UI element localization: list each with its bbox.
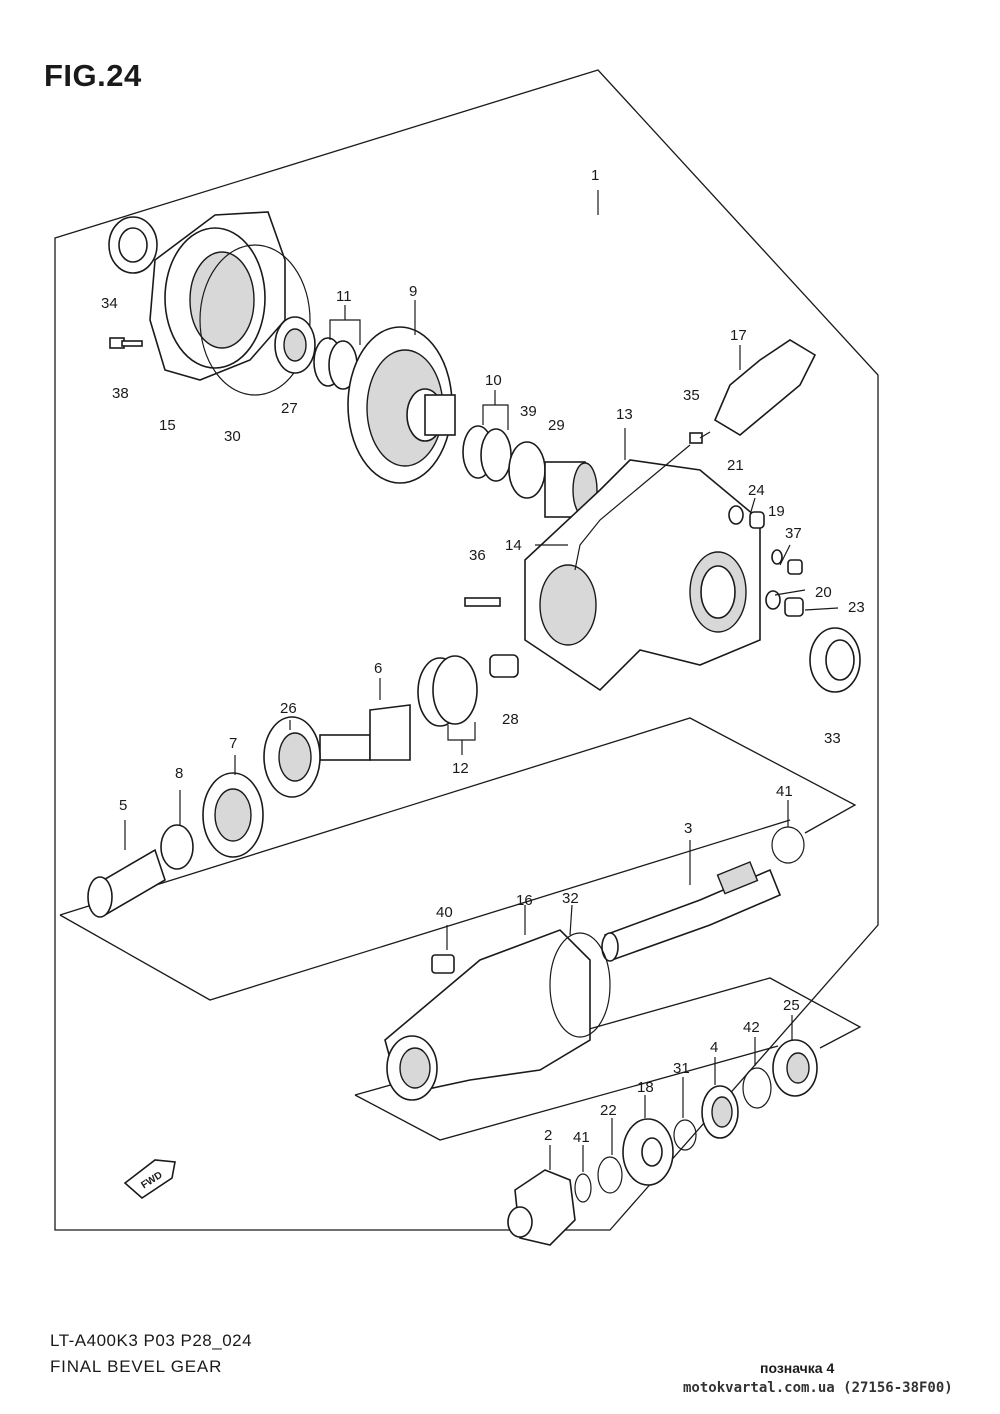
housing-13 <box>524 459 761 692</box>
circlip-42 <box>742 1067 772 1109</box>
part-number-11: 11 <box>336 288 352 305</box>
part-number-42: 42 <box>743 1019 760 1036</box>
part-number-30: 30 <box>224 428 241 445</box>
plug-23 <box>784 597 804 617</box>
part-number-1: 1 <box>591 167 599 184</box>
leaders-lower <box>549 1015 793 1172</box>
washer-21 <box>728 505 744 525</box>
watermark-note: позначка 4 <box>760 1360 835 1376</box>
part-number-27: 27 <box>281 400 298 417</box>
part-number-17: 17 <box>730 327 747 344</box>
circlip-41-upper <box>771 826 805 864</box>
shaft-3 <box>601 861 782 962</box>
part-number-9: 9 <box>409 283 417 300</box>
figure-title: FIG.24 <box>44 58 142 93</box>
part-number-18: 18 <box>637 1079 654 1096</box>
part-number-13: 13 <box>616 406 633 423</box>
part-number-14: 14 <box>505 537 522 554</box>
bearing-26 <box>263 716 321 798</box>
stud-36 <box>464 597 501 607</box>
propeller-shaft-housing-16 <box>384 929 591 1101</box>
spacer-8 <box>160 824 194 870</box>
washer-19 <box>771 549 783 565</box>
nut-40 <box>431 954 455 974</box>
o-ring-31 <box>673 1119 697 1151</box>
part-number-33: 33 <box>824 730 841 747</box>
washer-20 <box>765 590 781 610</box>
part-number-39: 39 <box>520 403 537 420</box>
plug-24 <box>749 511 765 529</box>
part-number-2: 2 <box>544 1127 552 1144</box>
watermark-source: motokvartal.com.ua (27156-38F00) <box>683 1380 953 1396</box>
bearing-25 <box>772 1039 818 1097</box>
shims-12 <box>417 655 478 727</box>
part-number-19: 19 <box>768 503 785 520</box>
part-number-37: 37 <box>785 525 802 542</box>
ring-22 <box>597 1156 623 1194</box>
o-ring-30 <box>199 244 311 396</box>
part-number-32: 32 <box>562 890 579 907</box>
part-number-10: 10 <box>485 372 502 389</box>
part-number-25: 25 <box>783 997 800 1014</box>
part-number-15: 15 <box>159 417 176 434</box>
bearing-7 <box>202 772 264 858</box>
leader-12 <box>447 722 476 755</box>
figure-name: FINAL BEVEL GEAR <box>50 1357 223 1376</box>
ring-gear-9 <box>347 326 456 484</box>
part-number-24: 24 <box>748 482 765 499</box>
part-number-29: 29 <box>548 417 565 434</box>
part-number-41-lower: 41 <box>573 1129 590 1146</box>
ring-39 <box>508 441 546 499</box>
part-number-34: 34 <box>101 295 118 312</box>
pinion-gear-6 <box>319 704 411 761</box>
part-number-36: 36 <box>469 547 486 564</box>
oil-seal-33 <box>809 627 861 693</box>
bolt-38 <box>109 337 143 349</box>
assembly-frame <box>54 69 879 1231</box>
subassembly-frame-upper <box>59 717 857 1001</box>
bearing-28 <box>489 654 519 678</box>
part-number-7: 7 <box>229 735 237 752</box>
part-number-38: 38 <box>112 385 129 402</box>
part-number-3: 3 <box>684 820 692 837</box>
part-number-41-upper: 41 <box>776 783 793 800</box>
clip-35 <box>689 432 703 444</box>
part-number-20: 20 <box>815 584 832 601</box>
leaders-left <box>124 720 291 850</box>
part-number-21: 21 <box>727 457 744 474</box>
part-number-35: 35 <box>683 387 700 404</box>
breather-14 <box>574 444 691 571</box>
part-number-22: 22 <box>600 1102 617 1119</box>
part-number-28: 28 <box>502 711 519 728</box>
bearing-27 <box>274 316 316 374</box>
leader-10 <box>482 390 509 430</box>
part-number-40: 40 <box>436 904 453 921</box>
leader-32 <box>569 904 573 936</box>
leader-11 <box>329 305 361 345</box>
oil-seal-34 <box>108 216 158 274</box>
model-code: LT-A400K3 P03 P28_024 <box>50 1331 253 1350</box>
sleeve-5 <box>87 848 166 918</box>
part-number-5: 5 <box>119 797 127 814</box>
boot-holder-18 <box>622 1118 674 1186</box>
part-number-16: 16 <box>516 892 533 909</box>
part-number-26: 26 <box>280 700 297 717</box>
cover-15 <box>149 211 286 381</box>
oil-seal-4 <box>701 1085 739 1139</box>
part-number-12: 12 <box>452 760 469 777</box>
circlip-41-lower <box>574 1173 592 1203</box>
part-number-6: 6 <box>374 660 382 677</box>
part-number-4: 4 <box>710 1039 718 1056</box>
leaders-small-parts <box>749 497 839 611</box>
bolt-37 <box>787 559 803 575</box>
part-number-23: 23 <box>848 599 865 616</box>
gasket-32 <box>549 932 611 1038</box>
fwd-arrow-icon: FWD <box>123 1159 176 1200</box>
part-number-31: 31 <box>673 1060 690 1077</box>
breather-boot-17 <box>699 339 817 439</box>
shims-10 <box>462 425 512 482</box>
part-number-8: 8 <box>175 765 183 782</box>
boot-2 <box>507 1169 576 1246</box>
